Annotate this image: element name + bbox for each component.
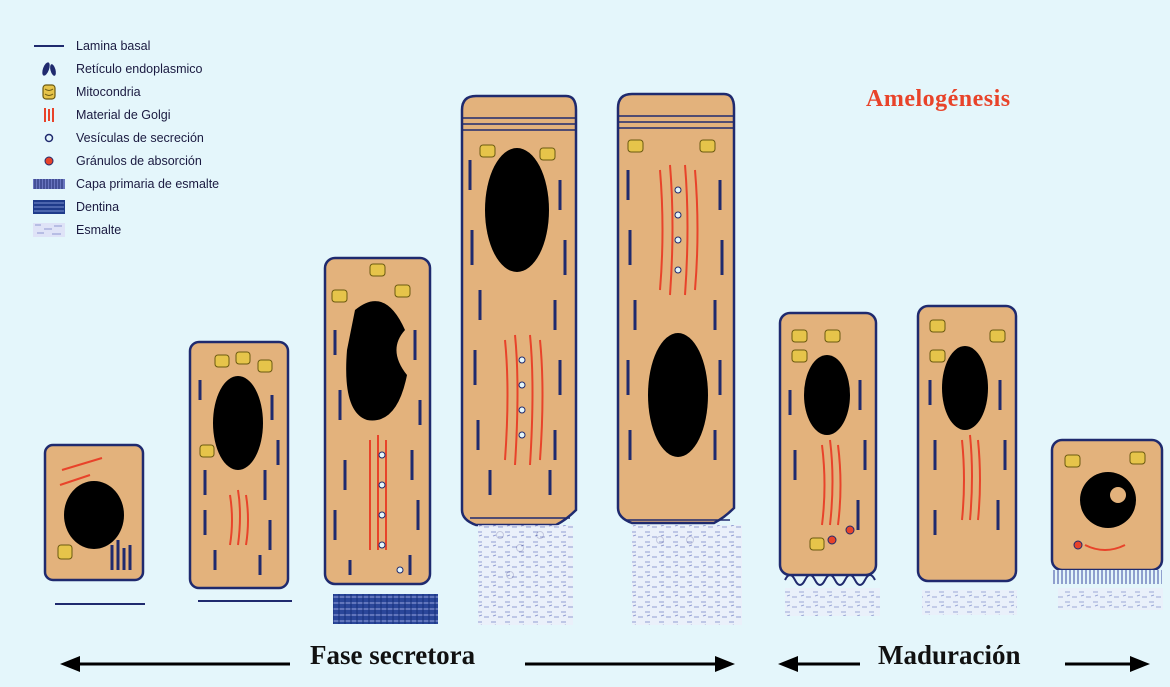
enamel-layer (632, 525, 742, 625)
cell-6 (780, 313, 880, 616)
enamel-layer (478, 525, 573, 625)
nucleus (648, 333, 708, 457)
cell-7 (918, 306, 1017, 615)
cell-3 (325, 258, 438, 624)
cell-2 (190, 342, 292, 601)
nucleus (485, 148, 549, 272)
nucleus (804, 355, 850, 435)
nucleus (1080, 472, 1136, 528)
cell-4 (462, 96, 576, 625)
cell-1 (45, 445, 145, 604)
cell-8 (1052, 440, 1163, 610)
nucleus (64, 481, 124, 549)
dentin-layer (333, 594, 438, 624)
nucleus (942, 346, 988, 430)
nucleus (213, 376, 263, 470)
secretory-phase-label: Fase secretora (300, 640, 485, 671)
nucleus (346, 301, 407, 420)
maturation-phase-label: Maduración (868, 640, 1031, 671)
cell-5 (618, 94, 742, 625)
